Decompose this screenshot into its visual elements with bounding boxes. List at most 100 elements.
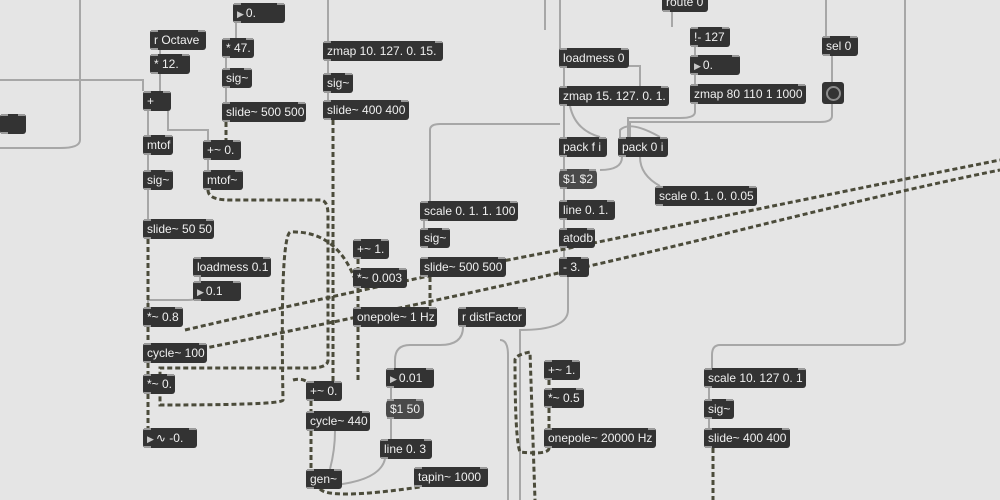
object-mul-0[interactable]: *~ 0.: [143, 374, 175, 394]
outlet[interactable]: [223, 56, 230, 58]
object-plus-tilde-0b[interactable]: +~ 0.: [306, 381, 342, 401]
object-line-03[interactable]: line 0. 3: [380, 439, 432, 459]
object-r-octave[interactable]: r Octave: [150, 30, 206, 50]
outlet[interactable]: [545, 378, 552, 380]
object-gen[interactable]: gen~: [306, 469, 342, 489]
outlet[interactable]: [144, 237, 151, 239]
object-zmap-15[interactable]: zmap 15. 127. 0. 1.: [559, 86, 669, 106]
outlet[interactable]: [307, 429, 314, 431]
outlet[interactable]: [421, 246, 428, 248]
outlet[interactable]: [194, 275, 201, 277]
object-num-0-top[interactable]: ▶0.: [233, 3, 285, 23]
outlet[interactable]: [194, 299, 201, 301]
outlet[interactable]: [354, 257, 361, 259]
outlet[interactable]: [691, 73, 698, 75]
object-left-box[interactable]: [0, 114, 26, 134]
object-line-01[interactable]: line 0. 1.: [559, 200, 615, 220]
outlet[interactable]: [421, 219, 428, 221]
outlet[interactable]: [691, 45, 698, 47]
outlet[interactable]: [459, 325, 466, 327]
outlet[interactable]: [823, 54, 830, 56]
object-scale-005[interactable]: scale 0. 1. 0. 0.05: [655, 186, 757, 206]
object-add-1b[interactable]: +~ 1.: [544, 360, 580, 380]
outlet[interactable]: [223, 86, 230, 88]
object-mul-12[interactable]: * 12.: [150, 54, 190, 74]
outlet[interactable]: [354, 325, 361, 327]
outlet[interactable]: [560, 246, 567, 248]
outlet[interactable]: [560, 104, 567, 106]
outlet[interactable]: [204, 188, 211, 190]
object-mtof[interactable]: mtof: [143, 135, 173, 155]
object-add-1[interactable]: +~ 1.: [353, 239, 389, 259]
outlet[interactable]: [151, 48, 158, 50]
outlet[interactable]: [560, 187, 567, 189]
object-slide-500-a[interactable]: slide~ 500 500: [222, 102, 306, 122]
object-num-0-b[interactable]: ▶0.: [690, 55, 740, 75]
outlet[interactable]: [144, 153, 151, 155]
outlet[interactable]: [387, 417, 394, 419]
object-plus-tilde-0[interactable]: +~ 0.: [203, 140, 241, 160]
object-zmap-80[interactable]: zmap 80 110 1 1000: [690, 84, 806, 104]
object-slide-400-a[interactable]: slide~ 400 400: [323, 100, 409, 120]
object-atodb[interactable]: atodb: [559, 228, 595, 248]
outlet[interactable]: [705, 386, 712, 388]
object-neq-127[interactable]: !- 127: [690, 27, 730, 47]
object-loadmess-0[interactable]: loadmess 0: [559, 48, 629, 68]
object-mul-003[interactable]: *~ 0.003: [353, 268, 407, 288]
object-route-0[interactable]: route 0: [662, 0, 708, 12]
outlet[interactable]: [560, 155, 567, 157]
object-scale-10-127[interactable]: scale 10. 127 0. 1: [704, 368, 806, 388]
object-loadmess-01[interactable]: loadmess 0.1: [193, 257, 271, 277]
object-slide-500-b[interactable]: slide~ 500 500: [420, 257, 506, 277]
outlet[interactable]: [545, 446, 552, 448]
object-mtof-tilde[interactable]: mtof~: [203, 170, 243, 190]
object-sig-5[interactable]: sig~: [704, 399, 734, 419]
object-cycle-440[interactable]: cycle~ 440: [306, 411, 370, 431]
outlet[interactable]: [663, 10, 670, 12]
outlet[interactable]: [144, 188, 151, 190]
outlet[interactable]: [560, 218, 567, 220]
outlet[interactable]: [234, 21, 241, 23]
object-slide-400-b[interactable]: slide~ 400 400: [704, 428, 790, 448]
object-sel-0[interactable]: sel 0: [822, 36, 858, 56]
outlet[interactable]: [381, 457, 388, 459]
outlet[interactable]: [705, 446, 712, 448]
object-plus[interactable]: +: [143, 91, 171, 111]
object-scale-01-100[interactable]: scale 0. 1. 1. 100: [420, 201, 518, 221]
outlet[interactable]: [223, 120, 230, 122]
object-onepole-20000[interactable]: onepole~ 20000 Hz: [544, 428, 656, 448]
outlet[interactable]: [560, 66, 567, 68]
object-sub-3[interactable]: - 3.: [559, 257, 589, 277]
object-onepole-1[interactable]: onepole~ 1 Hz: [353, 307, 437, 327]
object-sig-2[interactable]: sig~: [222, 68, 252, 88]
outlet[interactable]: [619, 155, 626, 157]
outlet[interactable]: [307, 399, 314, 401]
object-slide-50[interactable]: slide~ 50 50: [143, 219, 214, 239]
outlet[interactable]: [545, 406, 552, 408]
object-num-01[interactable]: ▶0.1: [193, 281, 241, 301]
object-tapin[interactable]: tapin~ 1000: [414, 467, 488, 487]
outlet[interactable]: [144, 446, 151, 448]
object-r-distfactor[interactable]: r distFactor: [458, 307, 526, 327]
outlet[interactable]: [144, 361, 151, 363]
outlet[interactable]: [560, 275, 567, 277]
object-msg-150[interactable]: $1 50: [386, 399, 424, 419]
toggle[interactable]: [822, 82, 844, 104]
outlet[interactable]: [387, 386, 394, 388]
object-sig-3[interactable]: sig~: [323, 73, 353, 93]
outlet[interactable]: [1, 132, 8, 134]
outlet[interactable]: [144, 392, 151, 394]
outlet[interactable]: [307, 487, 314, 489]
object-msg-12[interactable]: $1 $2: [559, 169, 597, 189]
outlet[interactable]: [144, 109, 151, 111]
object-mul-05[interactable]: *~ 0.5: [544, 388, 584, 408]
object-pack-0i[interactable]: pack 0 i: [618, 137, 668, 157]
outlet[interactable]: [354, 286, 361, 288]
object-sig-4[interactable]: sig~: [420, 228, 450, 248]
outlet[interactable]: [691, 102, 698, 104]
object-mul-08[interactable]: *~ 0.8: [143, 307, 183, 327]
outlet[interactable]: [656, 204, 663, 206]
object-pack-fi[interactable]: pack f i: [559, 137, 607, 157]
object-scope[interactable]: ▶∿ -0.: [143, 428, 197, 448]
object-zmap-10[interactable]: zmap 10. 127. 0. 15.: [323, 41, 443, 61]
